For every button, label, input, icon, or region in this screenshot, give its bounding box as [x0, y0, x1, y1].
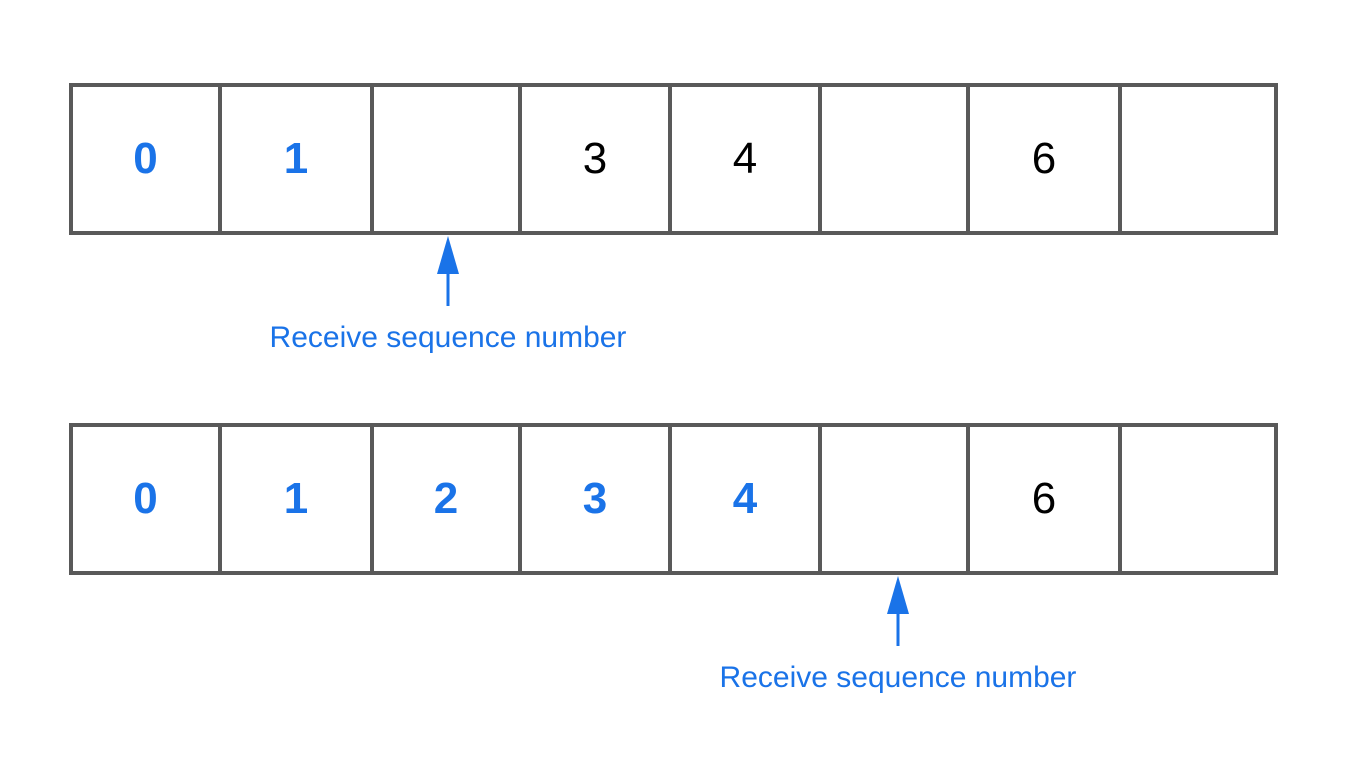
- slot-4: 4: [668, 83, 822, 235]
- slot-3: 3: [518, 423, 672, 575]
- slot-0: 0: [69, 83, 222, 235]
- up-arrow-icon: [437, 236, 459, 306]
- receive-sequence-label: Receive sequence number: [269, 321, 627, 354]
- receive-sequence-label: Receive sequence number: [719, 661, 1077, 694]
- slot-1: 1: [218, 423, 374, 575]
- slot-4: 4: [668, 423, 822, 575]
- slot-label: 6: [1031, 474, 1057, 523]
- slot-label: 1: [283, 474, 309, 523]
- receive-pointer-top: Receive sequence number: [248, 236, 648, 356]
- slot-label: 6: [1031, 134, 1057, 183]
- slot-6: 6: [966, 423, 1122, 575]
- slot-label: 0: [133, 474, 158, 523]
- slot-7: [1118, 423, 1278, 575]
- slot-2: 2: [370, 423, 522, 575]
- slot-label: 0: [133, 134, 158, 183]
- slot-label: 3: [582, 474, 608, 523]
- slot-1: 1: [218, 83, 374, 235]
- sequence-buffer-top: 0 1 3 4 6: [69, 83, 1278, 235]
- slot-0: 0: [69, 423, 222, 575]
- slot-2: [370, 83, 522, 235]
- sequence-buffer-bottom: 0 1 2 3 4 6: [69, 423, 1278, 575]
- slot-label: 1: [283, 134, 309, 183]
- slot-7: [1118, 83, 1278, 235]
- slot-label: 2: [433, 474, 459, 523]
- up-arrow-icon: [887, 576, 909, 646]
- slot-label: 4: [732, 474, 758, 523]
- slot-6: 6: [966, 83, 1122, 235]
- slot-5: [818, 423, 970, 575]
- slot-label: 4: [732, 134, 758, 183]
- slot-5: [818, 83, 970, 235]
- slot-3: 3: [518, 83, 672, 235]
- slot-label: 3: [582, 134, 608, 183]
- receive-pointer-bottom: Receive sequence number: [698, 576, 1098, 696]
